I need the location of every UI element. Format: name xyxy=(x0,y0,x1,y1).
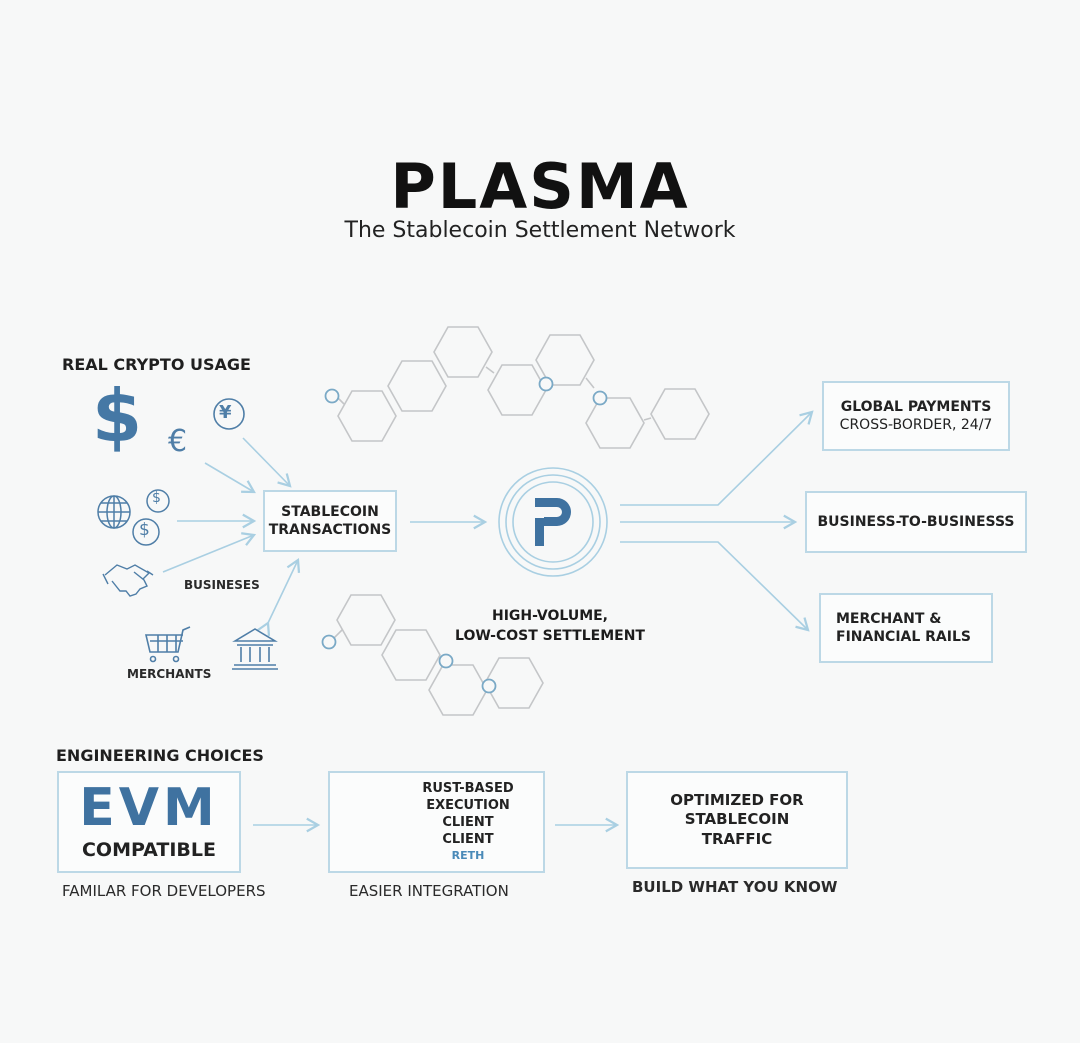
engineering-choices-label: ENGINEERING CHOICES xyxy=(56,746,264,765)
optimized-box: OPTIMIZED FOR STABLECOIN TRAFFIC xyxy=(626,771,848,869)
businesses-label: BUSINESES xyxy=(184,578,260,592)
rust-line2: EXECUTION CLIENT xyxy=(426,797,510,830)
node-circle xyxy=(592,390,608,406)
plasma-logo-rings xyxy=(498,467,608,577)
merchants-label: MERCHANTS xyxy=(127,667,212,681)
node-circle xyxy=(321,634,337,650)
network-nodes-top xyxy=(324,376,608,406)
dollar-icon: $ xyxy=(92,374,143,458)
rust-text-group: RUST-BASED EXECUTION CLIENT CLIENT RETH xyxy=(403,781,533,863)
evm-text: EVM xyxy=(79,777,219,838)
settlement-line1: HIGH-VOLUME, xyxy=(491,608,609,624)
reth-tag: RETH xyxy=(451,848,485,862)
optimized-line1: OPTIMIZED FOR xyxy=(670,790,804,809)
stablecoin-transactions-box: STABLECOIN TRANSACTIONS xyxy=(263,490,397,552)
hexagon xyxy=(428,664,488,716)
hexagon xyxy=(336,594,396,646)
shopping-cart-icon xyxy=(144,626,191,663)
yen-glyph: ¥ xyxy=(219,402,232,423)
settlement-line2: LOW-COST SETTLEMENT xyxy=(455,627,645,644)
hexagon xyxy=(585,397,645,449)
rust-client-box: RUST-BASED EXECUTION CLIENT CLIENT RETH xyxy=(328,771,545,873)
hexagon xyxy=(650,388,710,440)
node-circle xyxy=(324,388,340,404)
plasma-logo-p-icon xyxy=(535,498,571,546)
hexagon xyxy=(387,360,447,412)
output-merchant-financial-rails: MERCHANT & FINANCIAL RAILS xyxy=(819,593,993,663)
hexagon xyxy=(433,326,493,378)
arrow-euro xyxy=(204,462,256,494)
hexagon xyxy=(487,364,547,416)
rust-caption: EASIER INTEGRATION xyxy=(349,882,509,900)
hexagon xyxy=(381,629,441,681)
optimized-line3: TRAFFIC xyxy=(701,829,773,848)
node-circle xyxy=(538,376,554,392)
rust-line1: RUST-BASED xyxy=(422,781,514,797)
page-title: PLASMA xyxy=(390,150,690,223)
arrow-merchants-bidirectional xyxy=(256,557,301,636)
rust-line3: CLIENT xyxy=(442,831,494,847)
output-business-to-business: BUSINESS-TO-BUSINESSS xyxy=(805,491,1027,553)
evm-caption: FAMILAR FOR DEVELOPERS xyxy=(62,882,266,900)
dollar-coins-icon xyxy=(132,489,170,546)
optimized-line2: STABLECOIN xyxy=(684,810,790,829)
hexagon-chain-bottom xyxy=(333,594,544,716)
node-circle xyxy=(481,678,497,694)
page-subtitle: The Stablecoin Settlement Network xyxy=(344,218,736,243)
globe-icon xyxy=(97,495,131,529)
evm-sub-text: COMPATIBLE xyxy=(81,838,216,861)
settlement-caption: HIGH-VOLUME, LOW-COST SETTLEMENT xyxy=(440,607,660,646)
evm-compatible-box: EVM COMPATIBLE xyxy=(57,771,241,873)
transactions-line1: STABLECOIN xyxy=(281,503,379,520)
arrow-handshake xyxy=(162,532,257,573)
handshake-icon xyxy=(102,564,154,597)
arrow-yen xyxy=(242,437,292,488)
output-arrows xyxy=(620,410,814,632)
network-nodes-bottom xyxy=(321,634,497,694)
bank-icon xyxy=(232,628,278,670)
real-crypto-usage-label: REAL CRYPTO USAGE xyxy=(62,355,251,374)
coin-glyph: $ xyxy=(139,520,150,540)
hexagon xyxy=(484,657,544,709)
output-title-line2: FINANCIAL RAILS xyxy=(836,629,971,645)
output-global-payments: GLOBAL PAYMENTS CROSS-BORDER, 24/7 xyxy=(822,381,1010,451)
output-title: MERCHANT & xyxy=(836,610,942,627)
node-circle xyxy=(438,653,454,669)
coin-glyph: $ xyxy=(152,490,161,506)
hexagon-chain-top xyxy=(337,326,710,449)
hexagon xyxy=(337,390,397,442)
yen-coin-icon xyxy=(213,398,245,430)
output-title: GLOBAL PAYMENTS xyxy=(840,398,992,415)
output-title: BUSINESS-TO-BUSINESSS xyxy=(817,513,1015,530)
optimized-caption: BUILD WHAT YOU KNOW xyxy=(632,878,838,896)
output-subtitle: CROSS-BORDER, 24/7 xyxy=(839,417,993,433)
transactions-line2: TRANSACTIONS xyxy=(268,522,392,538)
euro-icon: € xyxy=(168,424,188,459)
input-arrows xyxy=(162,437,292,573)
